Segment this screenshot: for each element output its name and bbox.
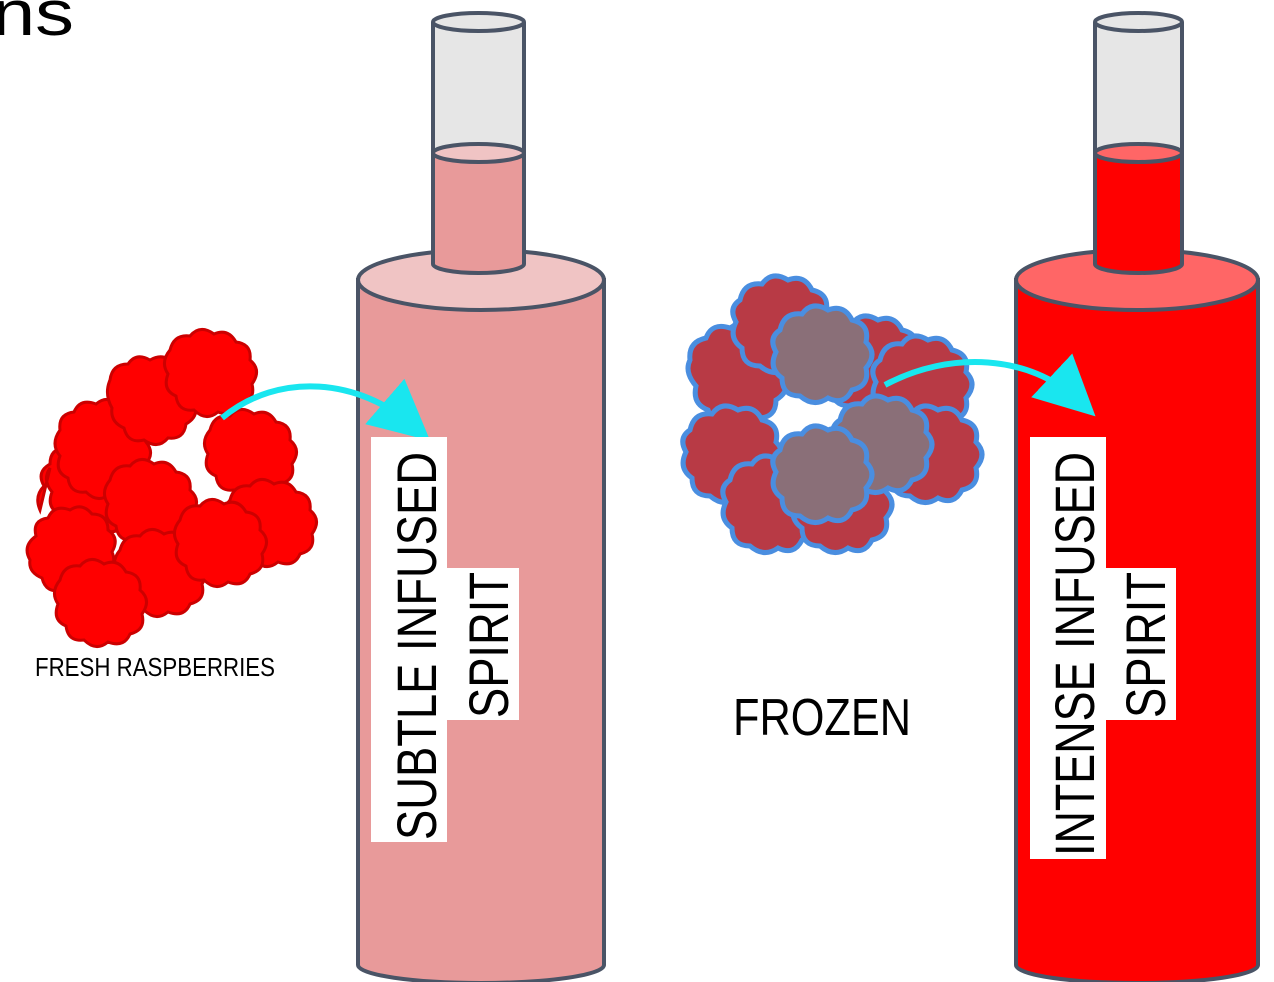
bottle-neck-liquid <box>433 153 524 273</box>
bottle-neck-glass <box>1095 22 1182 153</box>
intense-label-line2: SPIRIT <box>1114 572 1177 718</box>
bottle-neck-liquid <box>1095 153 1182 273</box>
subtle-label-line2: SPIRIT <box>457 572 520 718</box>
intense-label-line1: INTENSE INFUSED <box>1043 452 1106 856</box>
frozen-label: FROZEN <box>733 689 911 747</box>
bottle-mouth <box>1095 13 1182 31</box>
fresh-raspberries-icon <box>27 329 316 646</box>
neck-liquid-surface <box>433 144 524 162</box>
fresh-raspberries-label: FRESH RASPBERRIES <box>35 652 275 682</box>
neck-liquid-surface <box>1095 144 1182 162</box>
slide-title-fragment: ns <box>0 0 74 49</box>
subtle-label-line1: SUBTLE INFUSED <box>385 452 448 840</box>
bottle-mouth <box>433 13 524 31</box>
bottle-neck-glass <box>433 22 524 153</box>
frozen-raspberries-icon <box>683 276 982 553</box>
